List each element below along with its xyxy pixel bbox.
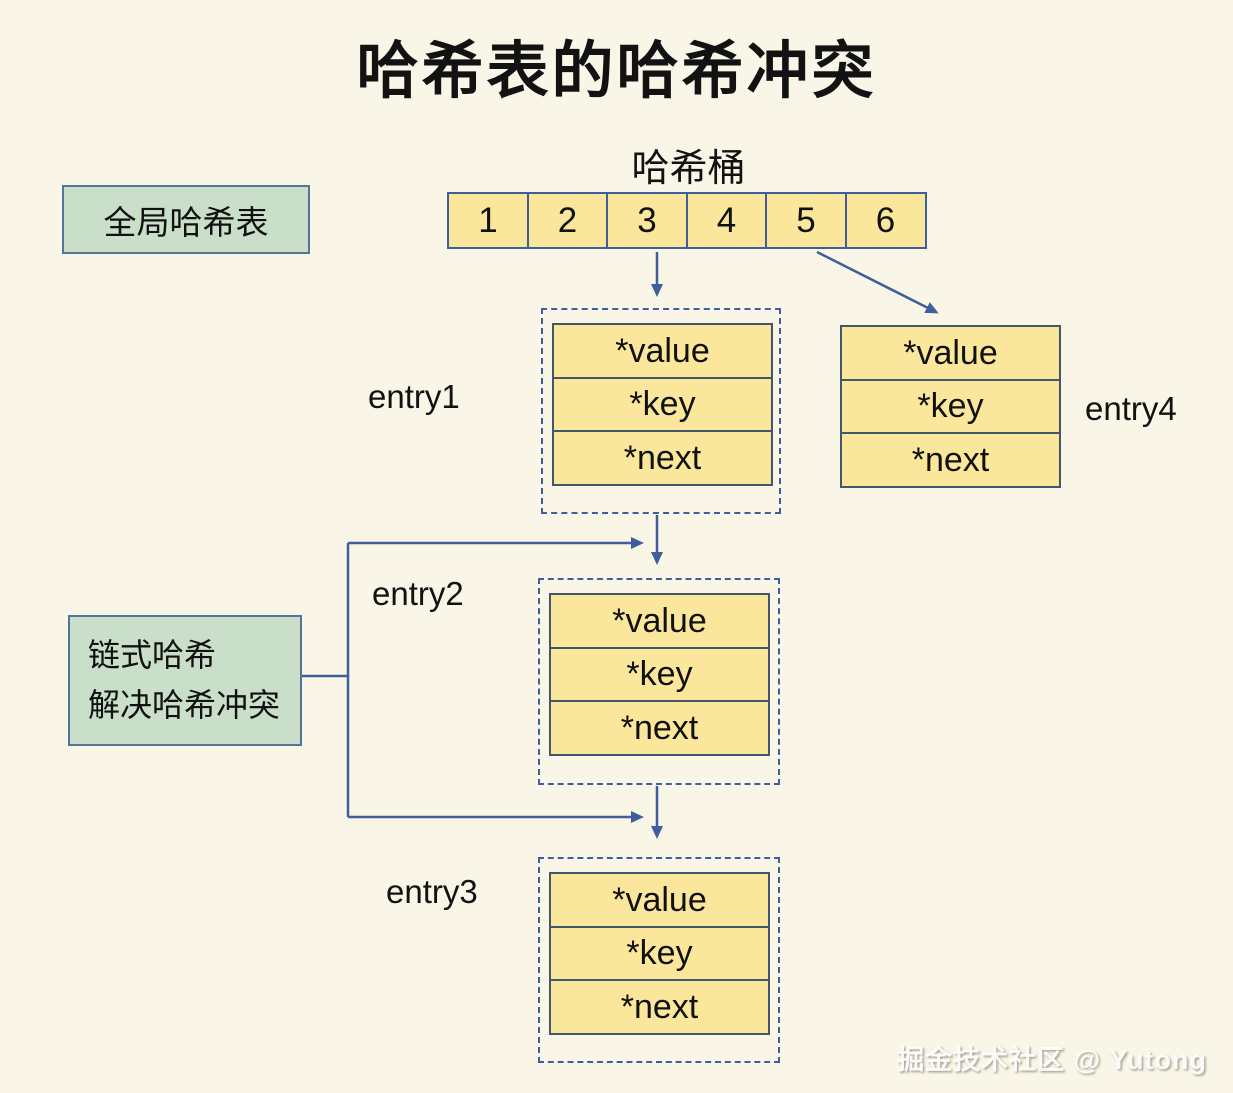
entry-field-cell: *key [840, 378, 1061, 435]
bucket-cell-4: 4 [685, 192, 768, 249]
entry2-box: *value *key *next [538, 578, 780, 785]
hash-bucket-label: 哈希桶 [631, 148, 746, 190]
hash-bucket-row: 1 2 3 4 5 6 [447, 192, 927, 249]
entry-field-cell: *next [840, 432, 1061, 488]
entry-field-cell: *value [840, 325, 1061, 381]
global-hash-table-label: 全局哈希表 [103, 203, 269, 241]
watermark: 掘金技术社区 @ Yutong [897, 1045, 1207, 1075]
bucket-cell-1: 1 [447, 192, 529, 249]
chain-box-rail-line [302, 543, 350, 817]
bucket-cell-2: 2 [526, 192, 609, 249]
entry4-cell-stack: *value *key *next [840, 325, 1061, 488]
entry-field-cell: *next [549, 979, 770, 1035]
entry1-cell-stack: *value *key *next [552, 323, 773, 486]
arrow-bucket5-entry4 [816, 250, 939, 314]
entry-field-cell: *value [549, 593, 770, 649]
entry-field-cell: *value [552, 323, 773, 379]
chained-hash-line1: 链式哈希 [88, 636, 217, 673]
entry2-label: entry2 [372, 575, 464, 612]
entry2-cell-stack: *value *key *next [549, 593, 770, 756]
diagram-title: 哈希表的哈希冲突 [356, 37, 877, 106]
entry4-box: *value *key *next [840, 325, 1061, 488]
entry-field-cell: *key [552, 376, 773, 433]
entry-field-cell: *key [549, 646, 770, 703]
bucket-cell-5: 5 [765, 192, 847, 249]
entry-field-cell: *key [549, 925, 770, 982]
entry-field-cell: *next [552, 430, 773, 486]
entry-field-cell: *next [549, 700, 770, 756]
global-hash-table-box: 全局哈希表 [62, 185, 310, 254]
chained-hash-box: 链式哈希 解决哈希冲突 [68, 615, 302, 746]
bucket-cell-6: 6 [844, 192, 927, 249]
chained-hash-line2: 解决哈希冲突 [88, 686, 281, 723]
entry4-label: entry4 [1085, 390, 1177, 427]
entry1-box: *value *key *next [541, 308, 781, 514]
entry3-cell-stack: *value *key *next [549, 872, 770, 1035]
entry-field-cell: *value [549, 872, 770, 928]
entry3-box: *value *key *next [538, 857, 780, 1063]
entry3-label: entry3 [386, 873, 478, 910]
entry1-label: entry1 [368, 378, 460, 415]
bucket-cell-3: 3 [606, 192, 688, 249]
